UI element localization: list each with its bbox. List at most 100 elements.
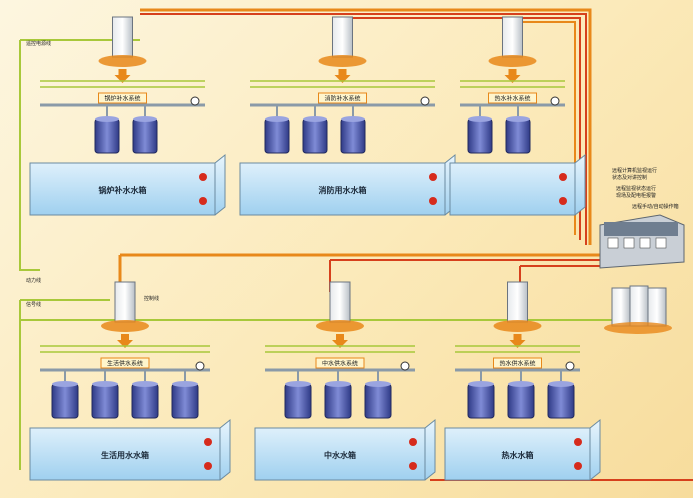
water-tank xyxy=(29,418,231,481)
pump xyxy=(324,383,352,419)
control-cabinet xyxy=(114,281,136,323)
pump xyxy=(467,118,493,154)
pressure-gauge-icon xyxy=(400,361,410,371)
system-label: 锅炉补水系统 xyxy=(104,95,140,103)
pump xyxy=(91,383,119,419)
system-label-box xyxy=(318,92,367,104)
pump-top xyxy=(52,381,78,387)
arrow-down-icon xyxy=(504,69,521,83)
system-label-box xyxy=(98,92,147,104)
pump xyxy=(94,118,120,154)
arrow-down-icon xyxy=(117,334,133,348)
system-label-box xyxy=(315,357,365,369)
alarm-light-icon xyxy=(574,462,582,470)
power-line-label: 动力线 xyxy=(26,277,41,284)
alarm-light-icon xyxy=(574,438,582,446)
pump xyxy=(364,383,392,419)
pump-top xyxy=(365,381,391,387)
control-wire xyxy=(455,345,580,353)
pressure-gauge-icon xyxy=(550,96,560,106)
distribution-cabinets xyxy=(604,285,672,334)
pump xyxy=(302,118,328,154)
cabinet-base xyxy=(101,320,149,332)
pump xyxy=(547,383,575,419)
tank-label: 热水水箱 xyxy=(502,450,534,460)
pump xyxy=(507,383,535,419)
alarm-light-icon xyxy=(199,173,207,181)
center-label-2: 状态及对讲控制 xyxy=(612,174,647,181)
alarm-light-icon xyxy=(429,173,437,181)
control-wire xyxy=(250,80,435,88)
system-label: 中水供水系统 xyxy=(322,360,358,368)
pump xyxy=(284,383,312,419)
control-wire xyxy=(460,80,565,88)
system-label: 热水供水系统 xyxy=(499,360,535,368)
pump-top xyxy=(468,381,494,387)
control-cabinet xyxy=(329,281,351,323)
pump xyxy=(264,118,290,154)
water-tank xyxy=(449,153,586,216)
pump xyxy=(171,383,199,419)
system-label-box xyxy=(493,357,542,369)
system-label-box xyxy=(488,92,537,104)
water-tank xyxy=(444,418,601,481)
cabinet-base xyxy=(318,55,367,67)
water-tank xyxy=(29,153,226,216)
pump xyxy=(505,118,531,154)
systems-layer: 锅炉补水系统锅炉补水水箱消防补水系统消防用水水箱热水补水系统生活供水系统生活用水… xyxy=(29,16,601,481)
tank-label: 生活用水水箱 xyxy=(101,450,149,460)
pump-top xyxy=(265,116,289,122)
remote-line-label: 遥控电源线 xyxy=(26,40,51,47)
arrow-down-icon xyxy=(114,69,131,83)
alarm-light-icon xyxy=(559,173,567,181)
pump-top xyxy=(285,381,311,387)
system-label: 热水补水系统 xyxy=(494,95,530,103)
control-line-label: 控制线 xyxy=(144,295,159,302)
pump xyxy=(51,383,79,419)
alarm-light-icon xyxy=(409,438,417,446)
pump-top xyxy=(468,116,492,122)
pump-top xyxy=(92,381,118,387)
pump-top xyxy=(506,116,530,122)
center-label-5: 远程手动/自动操作箱 xyxy=(632,203,679,210)
control-cabinet xyxy=(332,16,353,58)
pump-top xyxy=(508,381,534,387)
alarm-light-icon xyxy=(559,197,567,205)
alarm-light-icon xyxy=(199,197,207,205)
pressure-gauge-icon xyxy=(190,96,200,106)
center-label-1: 远程计算机监视运行 xyxy=(612,167,657,174)
tank-front xyxy=(449,162,576,216)
control-cabinet xyxy=(507,281,528,323)
cabinet-base xyxy=(493,320,542,332)
center-label-3: 远程监视状态运行 xyxy=(616,185,656,192)
arrow-down-icon xyxy=(509,334,526,348)
pump-top xyxy=(325,381,351,387)
center-label-4: 现场及配电柜报警 xyxy=(616,192,656,199)
tank-front xyxy=(254,427,426,481)
control-wire xyxy=(40,80,205,88)
system-label: 消防补水系统 xyxy=(324,95,360,103)
pump-top xyxy=(548,381,574,387)
tank-front xyxy=(29,162,216,216)
cabinet-base xyxy=(98,55,147,67)
pressure-gauge-icon xyxy=(565,361,575,371)
system-label: 生活供水系统 xyxy=(107,360,143,368)
system-heatup: 热水补水系统 xyxy=(449,16,586,216)
pump xyxy=(340,118,366,154)
pump-top xyxy=(95,116,119,122)
pump xyxy=(132,118,158,154)
central-control-console xyxy=(599,214,685,269)
pump-top xyxy=(133,116,157,122)
system-label-box xyxy=(100,357,150,369)
water-tank xyxy=(239,153,456,216)
alarm-light-icon xyxy=(409,462,417,470)
tank-front xyxy=(29,427,221,481)
pump-top xyxy=(341,116,365,122)
tank-label: 锅炉补水水箱 xyxy=(98,185,147,195)
alarm-light-icon xyxy=(204,438,212,446)
